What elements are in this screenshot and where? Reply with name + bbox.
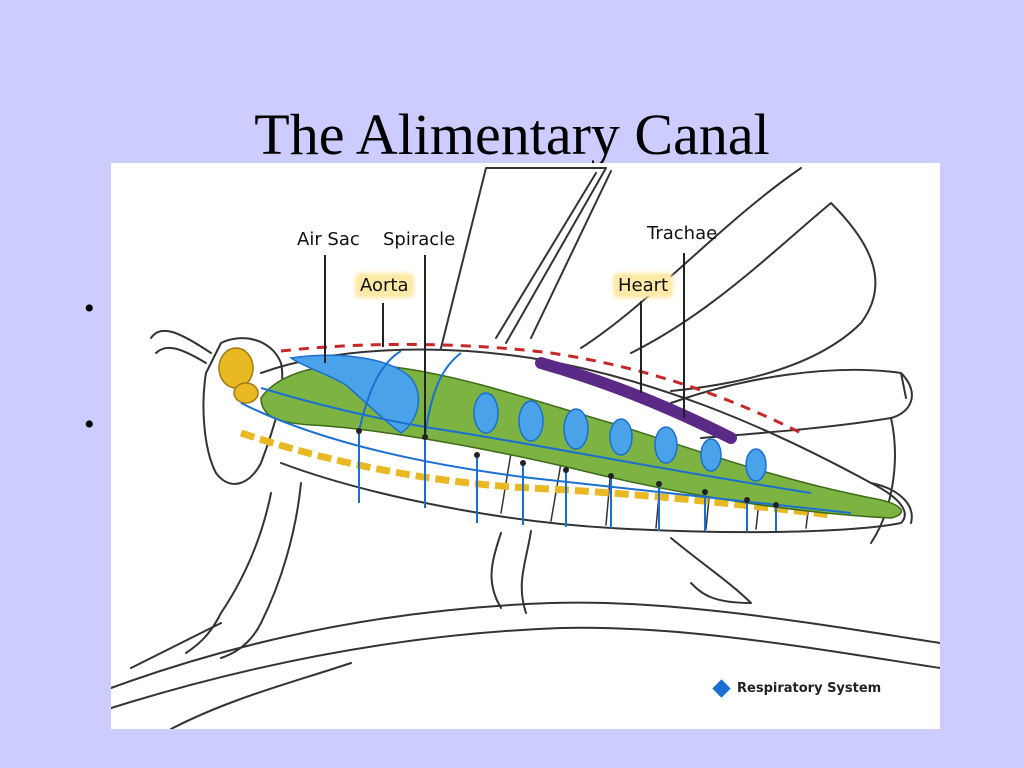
antenna — [150, 329, 212, 364]
legend: Respiratory System — [712, 679, 882, 698]
diagram-illustration — [111, 167, 940, 729]
head-outline — [202, 337, 284, 485]
brain-ganglion — [218, 347, 259, 404]
front-leg — [185, 482, 302, 659]
aorta — [280, 342, 802, 435]
hindwing-outline — [580, 167, 877, 392]
forewing-outline — [440, 167, 607, 349]
label-air-sac: Air Sac — [297, 229, 360, 250]
rear-leg-foot — [670, 537, 752, 604]
hind-leg — [670, 368, 913, 439]
twig-branch — [130, 622, 352, 729]
nerve-cord — [239, 429, 832, 519]
slide-title: The Alimentary Canal — [254, 102, 770, 167]
label-leader-lines — [324, 253, 685, 438]
middle-leg — [490, 530, 532, 614]
label-spiracle: Spiracle — [383, 229, 456, 250]
abdominal-air-sacs — [473, 392, 767, 482]
label-heart: Heart — [615, 275, 672, 296]
abdomen-tip — [870, 482, 913, 524]
wing-strut — [495, 170, 612, 339]
heart-vessel — [535, 357, 737, 444]
label-trachae: Trachae — [647, 223, 718, 244]
grasshopper-respiratory-diagram: Air Sac Spiracle Aorta Heart Trachae Res… — [111, 163, 940, 729]
twig-outline — [111, 601, 940, 709]
air-sac — [288, 354, 420, 434]
diamond-icon — [712, 679, 731, 698]
bullet-marker-1: • — [84, 292, 95, 325]
body-outline — [260, 348, 906, 534]
hind-tibia — [870, 417, 896, 544]
label-aorta: Aorta — [357, 275, 412, 296]
tracheae — [240, 350, 852, 531]
spiracle-dots — [356, 428, 779, 508]
legend-text: Respiratory System — [737, 681, 882, 696]
bullet-marker-2: • — [84, 408, 95, 441]
